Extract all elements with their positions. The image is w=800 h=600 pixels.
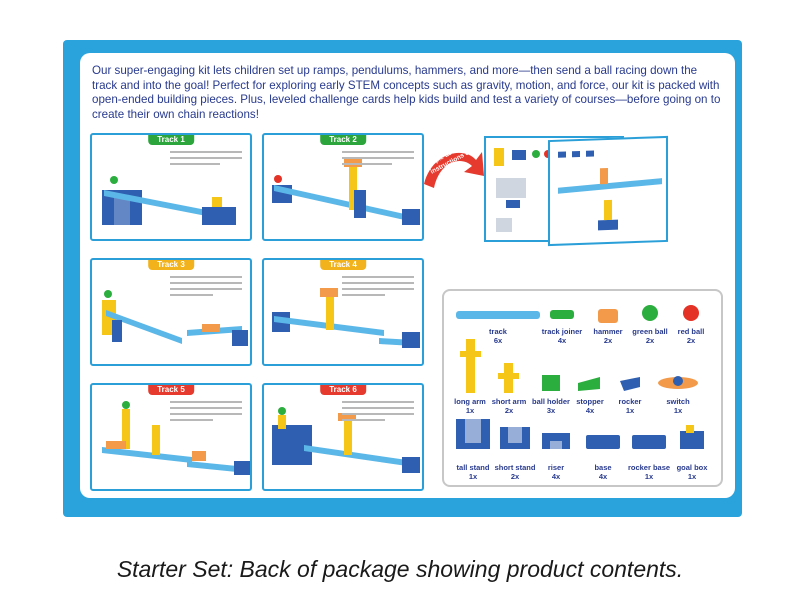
track-2-illustration xyxy=(272,157,420,225)
track-card-1: Track 1 xyxy=(90,133,252,241)
track-2-label: Track 2 xyxy=(320,135,366,145)
green-ball-icon xyxy=(642,305,658,321)
track-card-6: Track 6 xyxy=(262,383,424,491)
track-3-instructions xyxy=(170,276,242,300)
rocker-base-icon xyxy=(632,435,666,449)
instruction-booklet-right xyxy=(548,135,668,247)
track-4-instructions xyxy=(342,276,414,300)
track-5-illustration xyxy=(102,401,250,475)
track-6-label: Track 6 xyxy=(320,385,366,395)
parts-illustrations xyxy=(456,305,704,449)
ball-holder-icon xyxy=(542,375,560,391)
image-caption: Starter Set: Back of package showing pro… xyxy=(116,556,684,582)
track-4-illustration xyxy=(272,288,420,348)
booklet-right-diagram xyxy=(558,150,662,231)
track-card-5: Track 5 xyxy=(90,383,252,491)
rocker-icon xyxy=(620,377,640,391)
hammer-icon xyxy=(598,309,618,323)
track-3-label: Track 3 xyxy=(148,260,194,270)
track-1-instructions xyxy=(170,151,242,169)
track-card-4: Track 4 xyxy=(262,258,424,366)
track-5-instructions xyxy=(170,401,242,425)
track-1-illustration xyxy=(102,176,236,225)
track-1-label: Track 1 xyxy=(148,135,194,145)
intro-paragraph: Our super-engaging kit lets children set… xyxy=(92,64,721,121)
track-joiner-icon xyxy=(550,310,574,319)
long-arm-icon xyxy=(466,339,475,393)
goal-box-icon xyxy=(680,431,704,449)
base-icon xyxy=(586,435,620,449)
track-2-instructions xyxy=(342,151,414,169)
track-6-instructions xyxy=(342,401,414,425)
track-3-illustration xyxy=(102,290,248,346)
track-card-2: Track 2 xyxy=(262,133,424,241)
stopper-icon xyxy=(578,377,600,391)
booklet-left-diagram xyxy=(494,148,552,232)
track-card-3: Track 3 xyxy=(90,258,252,366)
track-6-illustration xyxy=(272,407,420,473)
track-5-label: Track 5 xyxy=(148,385,194,395)
red-ball-icon xyxy=(683,305,699,321)
assembly-arrow-icon xyxy=(424,152,484,188)
track-4-label: Track 4 xyxy=(320,260,366,270)
track-piece-icon xyxy=(456,311,540,319)
